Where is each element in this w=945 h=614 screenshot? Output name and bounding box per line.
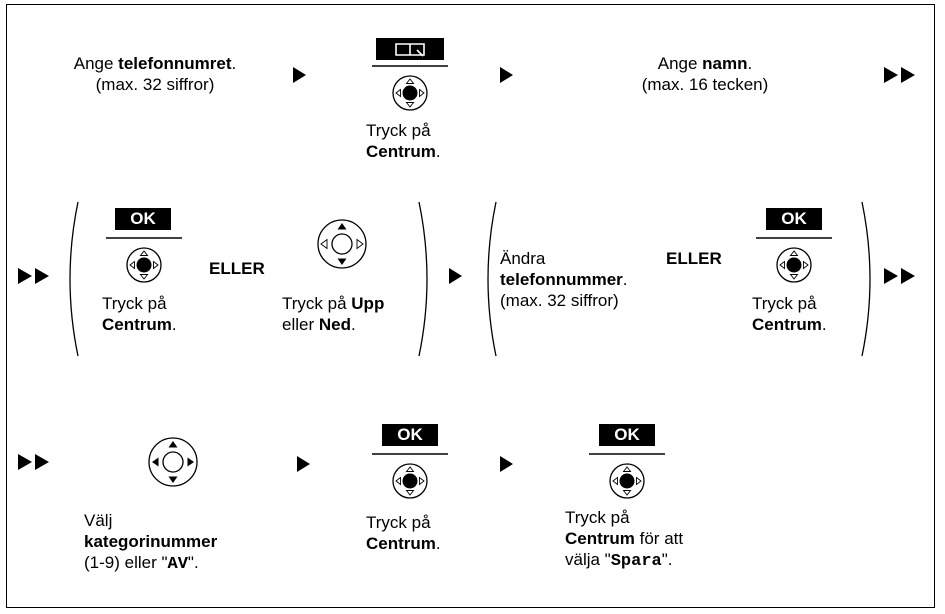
- navigator-all-directions-icon: [148, 437, 198, 487]
- step-press-center: Tryck på Centrum.: [366, 513, 441, 553]
- ok-key-icon: OK: [599, 424, 655, 446]
- step-press-center-save: Tryck på Centrum för att välja "Spara".: [565, 508, 684, 571]
- edit-phone-number: Ändra telefonnummer. (max. 32 siffror): [500, 249, 628, 310]
- navigator-center-icon: [106, 237, 182, 283]
- navigator-center-icon: [756, 237, 832, 283]
- phonebook-key-icon: [376, 38, 444, 65]
- step-press-center: Tryck på Centrum.: [366, 121, 441, 161]
- or-label: ELLER: [666, 249, 722, 268]
- arrow-right-icon: [500, 67, 513, 83]
- step-enter-name: Ange namn. (max. 16 tecken): [641, 54, 769, 94]
- option-press-center: Tryck på Centrum.: [102, 294, 177, 334]
- navigator-center-icon: [589, 453, 665, 499]
- option-press-up-down: Tryck på Upp eller Ned.: [282, 294, 385, 334]
- navigator-center-icon: [372, 65, 448, 111]
- close-parenthesis: [418, 201, 428, 357]
- arrow-right-icon: [297, 456, 310, 472]
- double-arrow-right-icon: [18, 454, 52, 475]
- arrow-right-icon: [293, 67, 306, 83]
- step-select-category: Välj kategorinummer (1-9) eller "AV".: [84, 511, 218, 574]
- close-parenthesis: [861, 201, 871, 357]
- double-arrow-right-icon: [884, 67, 918, 88]
- open-parenthesis: [69, 201, 79, 357]
- option-press-center: Tryck på Centrum.: [752, 294, 827, 334]
- diagram-frame: [6, 4, 935, 608]
- double-arrow-right-icon: [884, 268, 918, 289]
- ok-key-icon: OK: [382, 424, 438, 446]
- navigator-center-icon: [372, 453, 448, 499]
- ok-key-icon: OK: [766, 208, 822, 230]
- arrow-right-icon: [449, 268, 462, 284]
- open-parenthesis: [487, 201, 497, 357]
- double-arrow-right-icon: [18, 268, 52, 289]
- or-label: ELLER: [209, 259, 265, 278]
- navigator-up-down-icon: [317, 219, 367, 269]
- ok-key-icon: OK: [115, 208, 171, 230]
- arrow-right-icon: [500, 456, 513, 472]
- step-enter-number: Ange telefonnumret. (max. 32 siffror): [73, 54, 237, 94]
